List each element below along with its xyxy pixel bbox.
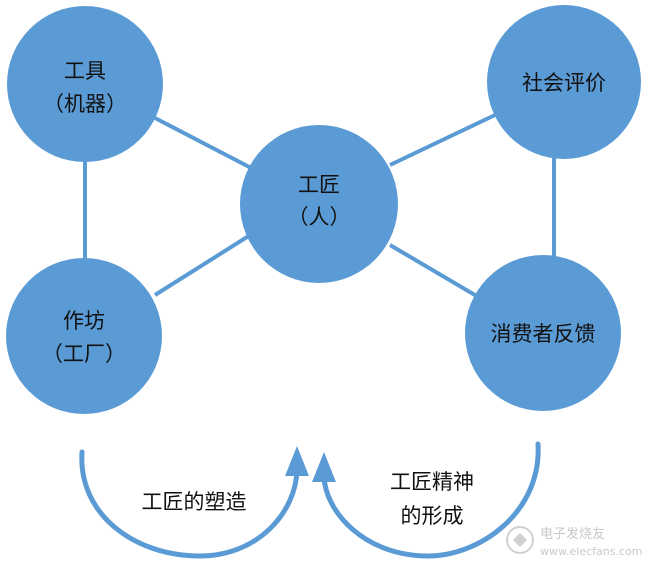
connector-craftsman-feedback — [388, 243, 482, 300]
watermark-subtext: www.elecfans.com — [540, 545, 642, 558]
node-workshop-label-line1: 作坊 — [63, 309, 105, 333]
arrow-right: 工匠精神 的形成 — [312, 441, 541, 559]
node-tools: 工具 （机器） — [7, 6, 163, 162]
node-feedback-circle — [465, 255, 621, 411]
arrow-right-label-line2: 的形成 — [401, 504, 464, 528]
node-craftsman-circle — [240, 125, 398, 283]
connector-tools-craftsman — [154, 116, 256, 172]
node-social: 社会评价 — [487, 5, 641, 159]
node-craftsman-label-line1: 工匠 — [298, 173, 340, 197]
node-social-label: 社会评价 — [522, 71, 606, 95]
arrow-right-head — [312, 452, 336, 482]
connectors — [83, 113, 556, 300]
node-feedback: 消费者反馈 — [465, 255, 621, 411]
watermark: 电子发烧友 www.elecfans.com — [506, 526, 642, 558]
node-workshop-label-line2: （工厂） — [42, 342, 126, 366]
arrow-right-label-line1: 工匠精神 — [390, 470, 474, 494]
node-social-circle — [487, 5, 641, 159]
node-craftsman: 工匠 （人） — [240, 125, 398, 283]
node-craftsman-label-line2: （人） — [288, 205, 351, 229]
connector-craftsman-workshop — [153, 230, 257, 297]
node-tools-label-line1: 工具 — [64, 59, 106, 83]
node-feedback-label: 消费者反馈 — [491, 322, 596, 346]
node-tools-label-line2: （机器） — [43, 92, 127, 116]
arrow-left-curve — [79, 449, 300, 559]
node-tools-circle — [7, 6, 163, 162]
connector-craftsman-social — [389, 113, 496, 167]
arrow-right-curve — [321, 441, 541, 559]
watermark-text: 电子发烧友 — [540, 526, 605, 542]
arrow-left-label: 工匠的塑造 — [142, 490, 247, 514]
arrow-left: 工匠的塑造 — [79, 446, 309, 559]
node-workshop: 作坊 （工厂） — [6, 258, 162, 414]
node-workshop-circle — [6, 258, 162, 414]
arrow-left-head — [285, 446, 309, 476]
elecfans-logo-icon — [506, 526, 534, 554]
